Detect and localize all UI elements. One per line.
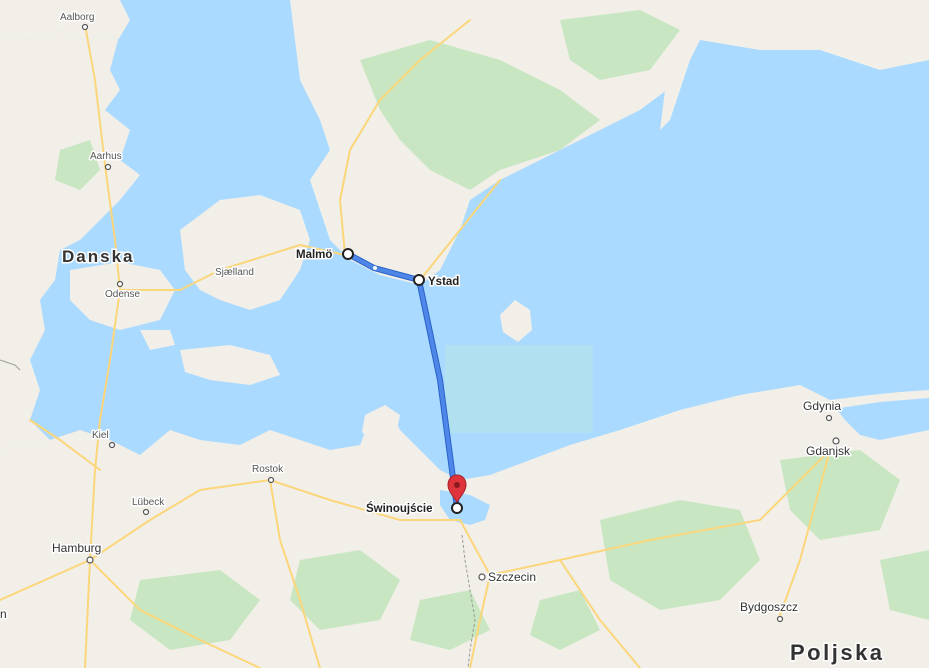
city-dots <box>81 23 840 623</box>
border-line <box>461 534 476 668</box>
city-label-odense: Odense <box>105 289 140 300</box>
land-zealand <box>180 195 310 310</box>
region-label-sjaelland: Sjælland <box>215 267 254 278</box>
stop-label-swinoujscie[interactable]: Świnoujście <box>365 501 434 517</box>
city-label-kiel: Kiel <box>92 430 109 441</box>
road-network <box>0 19 831 668</box>
land-bornholm <box>500 300 532 342</box>
country-label-denmark: Danska <box>62 247 134 266</box>
country-label-poland: Poljska <box>790 640 885 665</box>
stop-marker-ystad[interactable] <box>413 274 425 286</box>
city-label-szczecin: Szczecin <box>488 570 536 584</box>
land-gotland <box>880 0 929 40</box>
land-funen <box>70 262 175 330</box>
stop-label-malmo[interactable]: Malmö <box>295 248 334 263</box>
stop-marker-malmo[interactable] <box>342 248 354 260</box>
water-szczecin-lagoon <box>440 490 490 525</box>
city-label-edge: n <box>0 607 7 621</box>
city-label-gdansk: Gdanjsk <box>806 444 851 458</box>
stop-label-ystad[interactable]: Ystad <box>427 275 461 290</box>
city-label-rostok: Rostok <box>252 464 284 475</box>
land-hel <box>830 390 929 408</box>
city-label-gdynia: Gdynia <box>803 399 841 413</box>
stop-marker-swinoujscie[interactable] <box>451 502 463 514</box>
land-jutland <box>0 30 140 450</box>
land-rugen <box>362 405 400 445</box>
route-waypoint <box>373 266 377 270</box>
water-zone <box>445 345 593 433</box>
land-oland <box>660 0 700 130</box>
border-line-dk <box>0 359 21 371</box>
city-label-lubeck: Lübeck <box>132 497 165 508</box>
forest-areas <box>55 10 929 650</box>
city-label-bydgoszcz: Bydgoszcz <box>740 600 798 614</box>
destination-pin-icon[interactable] <box>447 474 467 503</box>
land-north-jutland <box>0 0 130 40</box>
city-label-aarhus: Aarhus <box>90 151 122 162</box>
land-langeland <box>140 330 175 350</box>
city-label-hamburg: Hamburg <box>52 541 101 555</box>
city-label-aalborg: Aalborg <box>60 12 94 23</box>
land-lolland <box>180 345 280 385</box>
